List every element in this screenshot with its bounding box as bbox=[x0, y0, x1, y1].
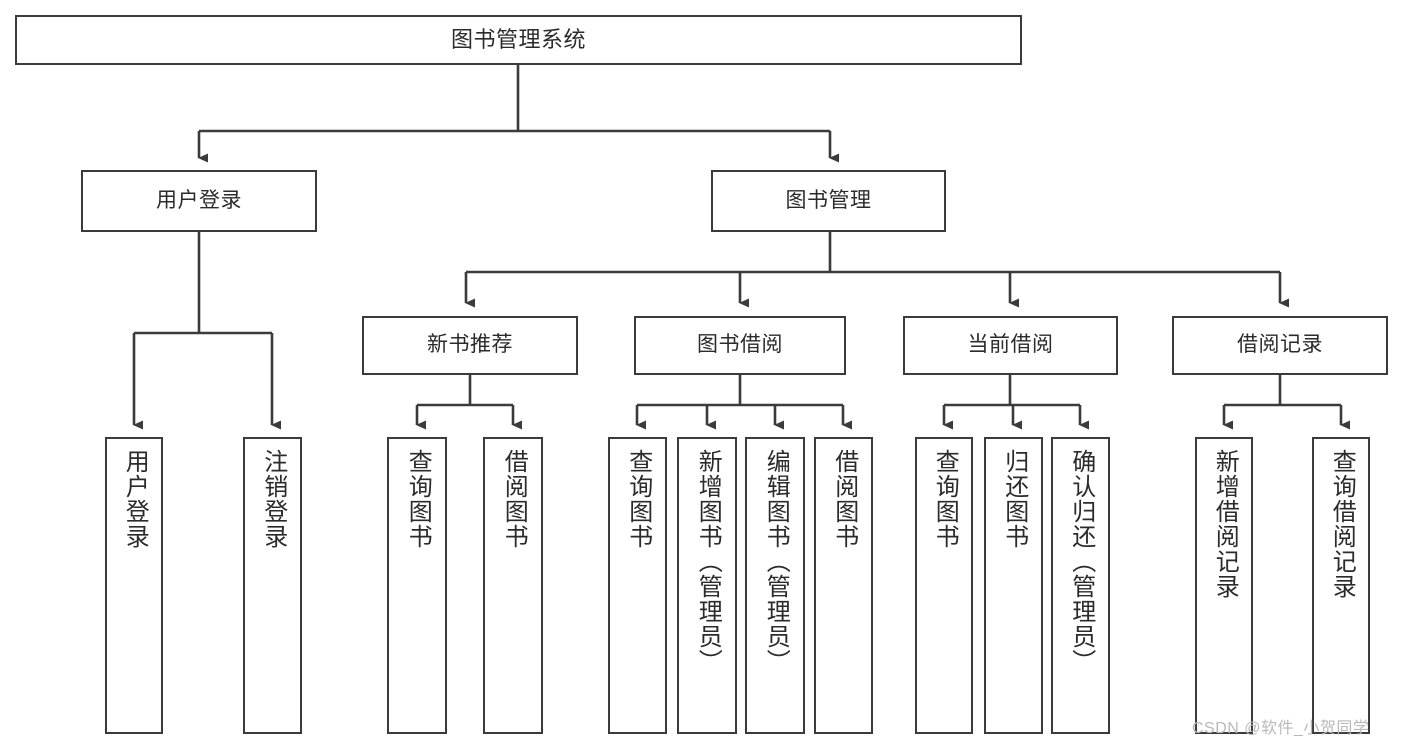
node-user-login[interactable]: 用户登录 bbox=[81, 170, 317, 232]
leaf-query-book-recommend-label: 查询图书 bbox=[404, 449, 432, 549]
leaf-query-book-current[interactable]: 查询图书 bbox=[915, 437, 973, 734]
leaf-add-book-admin-label: 新增图书（管理员） bbox=[694, 449, 722, 674]
leaf-edit-book-admin-label: 编辑图书（管理员） bbox=[762, 449, 790, 674]
leaf-borrow-book[interactable]: 借阅图书 bbox=[814, 437, 873, 734]
leaf-query-book-current-label: 查询图书 bbox=[931, 449, 959, 549]
node-current-borrow-label: 当前借阅 bbox=[967, 333, 1054, 357]
node-book-borrow-label: 图书借阅 bbox=[697, 333, 783, 357]
leaf-borrow-book-label: 借阅图书 bbox=[830, 449, 858, 549]
leaf-query-book-borrow-label: 查询图书 bbox=[624, 449, 652, 549]
node-new-book-recommend-label: 新书推荐 bbox=[427, 333, 513, 357]
leaf-edit-book-admin[interactable]: 编辑图书（管理员） bbox=[745, 437, 805, 734]
node-book-borrow[interactable]: 图书借阅 bbox=[634, 316, 846, 375]
node-book-management[interactable]: 图书管理 bbox=[711, 170, 946, 232]
leaf-query-book-borrow[interactable]: 查询图书 bbox=[608, 437, 667, 734]
leaf-logout-label: 注销登录 bbox=[259, 449, 287, 549]
leaf-query-book-recommend[interactable]: 查询图书 bbox=[387, 437, 447, 734]
leaf-return-book[interactable]: 归还图书 bbox=[984, 437, 1043, 734]
node-current-borrow[interactable]: 当前借阅 bbox=[903, 316, 1118, 375]
node-book-management-label: 图书管理 bbox=[785, 188, 872, 212]
node-user-login-label: 用户登录 bbox=[156, 188, 242, 212]
leaf-user-login-label: 用户登录 bbox=[121, 449, 149, 549]
leaf-confirm-return-admin[interactable]: 确认归还（管理员） bbox=[1051, 437, 1110, 734]
node-borrow-record[interactable]: 借阅记录 bbox=[1172, 316, 1388, 375]
leaf-logout[interactable]: 注销登录 bbox=[243, 437, 302, 734]
csdn-watermark: CSDN @软件_小贺同学 bbox=[1192, 720, 1370, 737]
leaf-borrow-book-recommend[interactable]: 借阅图书 bbox=[483, 437, 543, 734]
leaf-borrow-book-recommend-label: 借阅图书 bbox=[500, 449, 528, 549]
leaf-query-borrow-record[interactable]: 查询借阅记录 bbox=[1312, 437, 1370, 734]
node-root[interactable]: 图书管理系统 bbox=[15, 15, 1022, 65]
leaf-user-login[interactable]: 用户登录 bbox=[105, 437, 163, 734]
leaf-return-book-label: 归还图书 bbox=[1000, 449, 1028, 549]
leaf-confirm-return-admin-label: 确认归还（管理员） bbox=[1067, 449, 1095, 674]
leaf-add-borrow-record[interactable]: 新增借阅记录 bbox=[1195, 437, 1253, 734]
node-root-label: 图书管理系统 bbox=[450, 27, 586, 53]
leaf-query-borrow-record-label: 查询借阅记录 bbox=[1328, 449, 1356, 599]
leaf-add-book-admin[interactable]: 新增图书（管理员） bbox=[677, 437, 737, 734]
node-borrow-record-label: 借阅记录 bbox=[1237, 333, 1323, 357]
node-new-book-recommend[interactable]: 新书推荐 bbox=[362, 316, 578, 375]
leaf-add-borrow-record-label: 新增借阅记录 bbox=[1211, 449, 1239, 599]
